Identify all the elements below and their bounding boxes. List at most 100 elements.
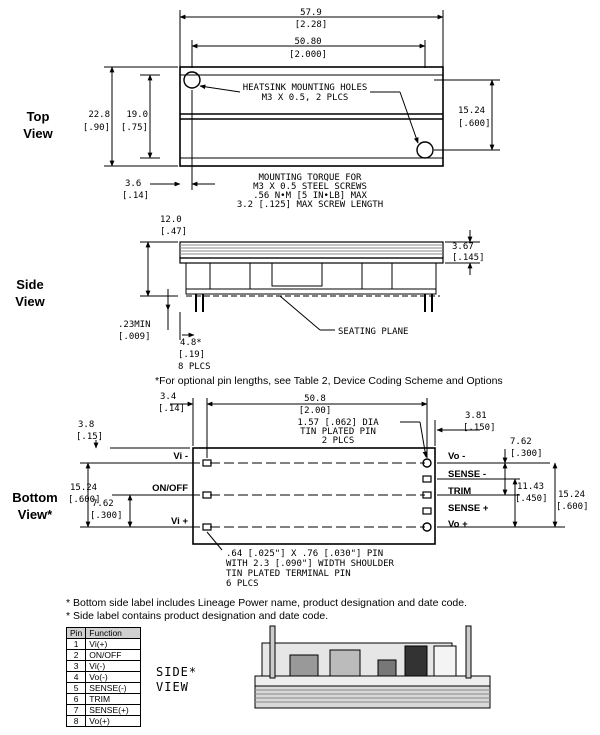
header-function: Function [85, 627, 142, 639]
dim-total-in: [.600] [556, 502, 589, 512]
dim-plate-in: [.145] [452, 253, 485, 263]
pin-function: TRIM [85, 693, 142, 705]
dim-edge-mm: 3.8 [78, 420, 94, 430]
torque-note-line2: M3 X 0.5 STEEL SCREWS [253, 182, 367, 192]
dim-inner-mm: 19.0 [126, 110, 148, 120]
pin-label-trim: TRIM [448, 486, 471, 497]
pin-function: ON/OFF [85, 649, 142, 661]
dim-side-height-mm: 12.0 [160, 215, 182, 225]
pin-number: 1 [65, 638, 87, 650]
bottom-view-text: 3.4 [.14] 50.8 [2.00] 3.8 [.15] 1.57 [.0… [68, 392, 589, 589]
dim-vert-in: [.300] [510, 449, 543, 459]
terminal-note-line4: 6 PLCS [226, 579, 259, 589]
pin-number: 6 [65, 693, 87, 705]
note-side-label: * Side label contains product designatio… [66, 610, 329, 622]
bottom-view-label: Bottom View* [2, 489, 68, 523]
side-view-photo-label-line1: SIDE* [156, 665, 198, 679]
pin-label-sense-plus: SENSE + [448, 503, 489, 514]
dim-left-offset-mm: 3.4 [160, 392, 176, 402]
pin-label-vo-plus: Vo + [448, 519, 468, 530]
dim-total-mm: 15.24 [558, 490, 585, 500]
pin-label-sense-minus: SENSE - [448, 469, 486, 480]
dim-height-mm: 22.8 [88, 110, 110, 120]
dim-pin-mm: 4.8* [180, 338, 202, 348]
dim-vert-mm: 7.62 [510, 437, 532, 447]
pin-function: Vo(+) [85, 715, 142, 727]
dim-right-mm: 3.81 [465, 411, 487, 421]
seating-plane-label: SEATING PLANE [338, 327, 408, 337]
table-header-row: Pin Function [65, 627, 142, 639]
terminal-note-line1: .64 [.025"] X .76 [.030"] PIN [226, 549, 383, 559]
pin-label-on-off: ON/OFF [152, 483, 188, 494]
header-pin: Pin [65, 627, 87, 639]
torque-note-line4: 3.2 [.125] MAX SCREW LENGTH [237, 200, 383, 210]
pin-number: 7 [65, 704, 87, 716]
pin-label-vi-plus: Vi + [171, 516, 188, 527]
dim-standoff-mm: .23MIN [118, 320, 151, 330]
side-view-drawing [140, 230, 480, 340]
side-view-photo-label-line2: VIEW [156, 680, 189, 694]
terminal-note-line2: WITH 2.3 [.090"] WIDTH SHOULDER [226, 559, 395, 569]
side-view-label-line2: View [15, 294, 45, 309]
pin-label-vo-minus: Vo - [448, 451, 465, 462]
dim-pin-pitch-in: [2.00] [299, 406, 332, 416]
dim-overall-in: [2.28] [295, 20, 328, 30]
dim-pitch-mm: 50.80 [294, 37, 321, 47]
dim-pin-count: 8 PLCS [178, 362, 211, 372]
dim-sense-mm: 11.43 [517, 482, 544, 492]
dim-edge-in: [.15] [76, 432, 103, 442]
pin-note-line1: 1.57 [.062] DIA [297, 418, 379, 428]
dim-left-total-mm: 15.24 [70, 483, 97, 493]
pin-note-line3: 2 PLCS [322, 436, 355, 446]
side-view-photo-label: SIDE* VIEW [156, 665, 197, 695]
dim-pitch-in: [2.000] [289, 50, 327, 60]
bottom-view-label-line1: Bottom [12, 490, 58, 505]
dim-pin-in: [.19] [178, 350, 205, 360]
pin-number: 2 [65, 649, 87, 661]
pin-note-line2: TIN PLATED PIN [300, 427, 376, 437]
dim-right-in: [.150] [463, 423, 496, 433]
pin-function: Vo(-) [85, 671, 142, 683]
dim-inner-in: [.75] [121, 123, 148, 133]
dim-overall-mm: 57.9 [300, 8, 322, 18]
torque-note-line1: MOUNTING TORQUE FOR [259, 173, 363, 183]
side-view-text: 12.0 [.47] 3.67 [.145] .23MIN [.009] 4.8… [118, 215, 485, 372]
note-bottom-label: * Bottom side label includes Lineage Pow… [66, 597, 468, 609]
pin-number: 4 [65, 671, 87, 683]
side-view-photo [254, 625, 491, 709]
pin-number: 8 [65, 715, 87, 727]
top-view-label-line1: Top [26, 109, 50, 124]
pin-number: 5 [65, 682, 87, 694]
dim-sense-in: [.450] [515, 494, 548, 504]
pin-function: SENSE(-) [85, 682, 142, 694]
pin-label-vi-minus: Vi - [173, 451, 188, 462]
holes-note-line2: M3 X 0.5, 2 PLCS [262, 93, 349, 103]
dim-hole-vert-mm: 15.24 [458, 106, 485, 116]
pin-function: SENSE(+) [85, 704, 142, 716]
bottom-view-drawing [80, 398, 565, 551]
top-view-drawing [104, 10, 500, 190]
dim-left-mid-in: [.300] [90, 511, 123, 521]
dim-height-in: [.90] [83, 123, 110, 133]
terminal-note-line3: TIN PLATED TERMINAL PIN [226, 569, 351, 579]
top-view-text: 57.9 [2.28] 50.80 [2.000] HEATSINK MOUNT… [83, 8, 491, 210]
dim-standoff-in: [.009] [118, 332, 151, 342]
dim-offset-in: [.14] [122, 191, 149, 201]
dim-offset-mm: 3.6 [125, 179, 141, 189]
pin-number: 3 [65, 660, 87, 672]
dim-side-height-in: [.47] [160, 227, 187, 237]
pin-function: Vi(-) [85, 660, 142, 672]
dim-pin-pitch-mm: 50.8 [304, 394, 326, 404]
side-view-label-line1: Side [16, 277, 44, 292]
top-view-label-line2: View [23, 126, 53, 141]
pin-function: Vi(+) [85, 638, 142, 650]
